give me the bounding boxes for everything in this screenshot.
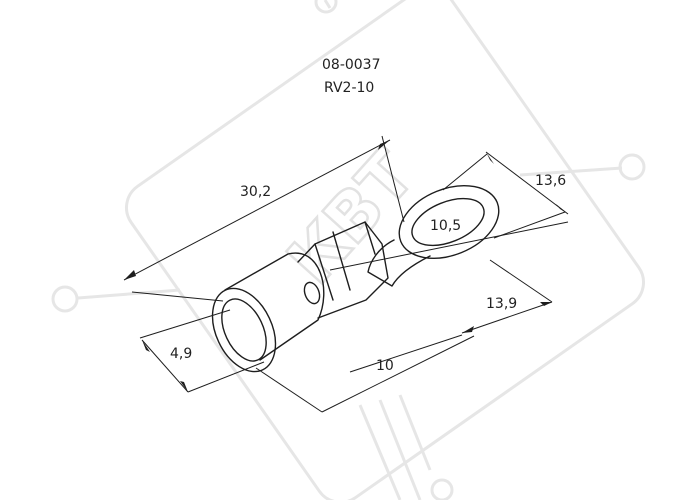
watermark-line-bottom-1	[358, 404, 402, 500]
dim-ring-section-line	[461, 301, 553, 334]
dim-ring-width-line	[485, 151, 569, 215]
dimension-lines	[123, 135, 569, 413]
arrow-overall-right	[378, 140, 390, 150]
neck-ridge-3	[332, 231, 351, 291]
arrow-overall-left	[124, 270, 136, 280]
dim-label-overall-length: 30,2	[240, 184, 271, 200]
dim-hole-line	[329, 221, 569, 271]
barrel-mouth-outer	[211, 287, 277, 373]
arrow-ring-width-bottom	[556, 204, 568, 214]
dim-ring-width-ext-bottom	[493, 211, 566, 239]
dim-label-barrel-length: 10	[376, 358, 394, 374]
neck-ridge-1	[314, 243, 334, 301]
watermark-line-right	[519, 166, 623, 177]
dim-label-barrel-diameter: 4,9	[170, 346, 192, 362]
dim-overall-length-ext-right	[381, 135, 405, 223]
dim-barrel-length-line	[255, 367, 323, 413]
watermark-dot-bottom	[430, 478, 454, 500]
arrow-barrel-dia-top	[142, 340, 150, 352]
ring-outer	[398, 185, 500, 259]
dim-label-hole-diameter: 10,5	[430, 218, 461, 234]
part-code: 08-0037	[322, 57, 381, 73]
dim-overall-length-ext-left	[131, 291, 224, 302]
dim-barrel-length-line-2	[321, 335, 475, 413]
watermark-line-bottom-3	[398, 394, 432, 471]
dimension-arrows	[124, 140, 568, 392]
dim-barrel-diameter-line	[141, 339, 189, 393]
barrel-body	[224, 252, 325, 361]
arrow-section-right	[540, 302, 552, 306]
barrel-mouth-inner	[221, 298, 267, 362]
dim-ring-section-ext	[489, 259, 553, 303]
watermark-line-bottom-2	[378, 399, 422, 500]
watermark-dot-right	[618, 153, 646, 181]
watermark-frame	[124, 0, 646, 500]
dim-ring-width-ext-top	[442, 153, 488, 191]
watermark-line-top	[323, 0, 332, 9]
ring-hole	[411, 197, 485, 247]
dim-overall-length-line	[123, 139, 391, 281]
watermark-dot-top	[314, 0, 338, 14]
watermark-line-left	[77, 288, 181, 300]
dim-barrel-diameter-ext-bottom	[187, 361, 265, 393]
dim-label-ring-width: 13,6	[535, 173, 566, 189]
ring-tongue	[367, 239, 431, 287]
arrow-ring-width-top	[486, 152, 494, 164]
part-model: RV2-10	[324, 80, 374, 96]
dim-ring-section-base	[349, 334, 463, 373]
watermark: КВТ	[51, 0, 646, 500]
neck-ridge-2	[364, 221, 376, 255]
barrel-inner-hole	[303, 281, 321, 305]
ring-terminal-drawing	[211, 185, 500, 373]
watermark-dot-left	[51, 285, 79, 313]
arrow-barrel-dia-bottom	[180, 381, 188, 392]
arrow-section-left	[462, 326, 474, 333]
dim-barrel-diameter-ext-top	[139, 309, 231, 339]
dim-label-ring-section: 13,9	[486, 296, 517, 312]
